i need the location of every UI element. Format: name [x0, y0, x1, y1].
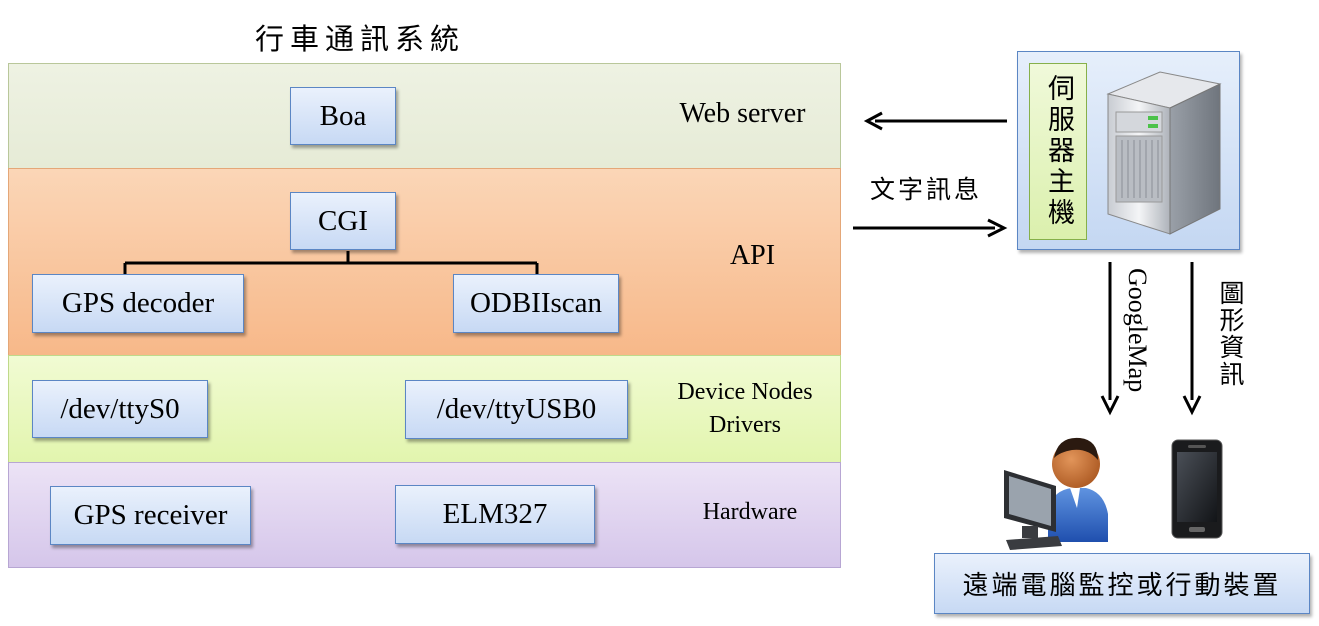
remote-devices-box: 遠端電腦監控或行動裝置: [934, 553, 1310, 614]
layer-label-drivers: Drivers: [709, 412, 781, 438]
server-label-text: 伺服器主機: [1043, 74, 1074, 229]
box-odbiiscan: ODBIIscan: [453, 274, 619, 333]
user-at-computer-icon: [1004, 437, 1108, 550]
server-tower-icon: [1106, 71, 1222, 235]
remote-devices-label: 遠端電腦監控或行動裝置: [962, 571, 1282, 601]
arrow-to-web-server-head: [863, 111, 883, 131]
arrow-google-map-head: [1100, 395, 1120, 416]
arrow-graphic-info-head: [1182, 395, 1202, 416]
box-dev-ttys0: /dev/ttyS0: [32, 380, 208, 438]
box-elm327: ELM327: [395, 485, 595, 544]
layer-label-api: API: [729, 240, 776, 271]
box-gps-decoder: GPS decoder: [32, 274, 244, 333]
box-gps-receiver: GPS receiver: [50, 486, 251, 545]
layer-label-hardware: Hardware: [702, 499, 798, 525]
arrow-label-text-message: 文字訊息: [870, 175, 983, 204]
layer-web-server: [8, 63, 841, 169]
box-cgi: CGI: [290, 192, 396, 250]
layer-label-web-server: Web server: [679, 98, 806, 129]
box-dev-ttyusb0: /dev/ttyUSB0: [405, 380, 628, 439]
arrow-label-google-map: GoogleMap: [1123, 268, 1152, 393]
box-boa: Boa: [290, 87, 396, 145]
arrow-to-server-head: [987, 218, 1008, 238]
layer-label-device-nodes: Device Nodes: [677, 379, 813, 405]
diagram-title: 行車通訊系統: [254, 22, 465, 56]
server-label: 伺服器主機: [1029, 63, 1087, 240]
mobile-phone-icon: [1171, 439, 1223, 539]
arrow-label-graphic-info: 圖形資訊: [1216, 280, 1245, 388]
